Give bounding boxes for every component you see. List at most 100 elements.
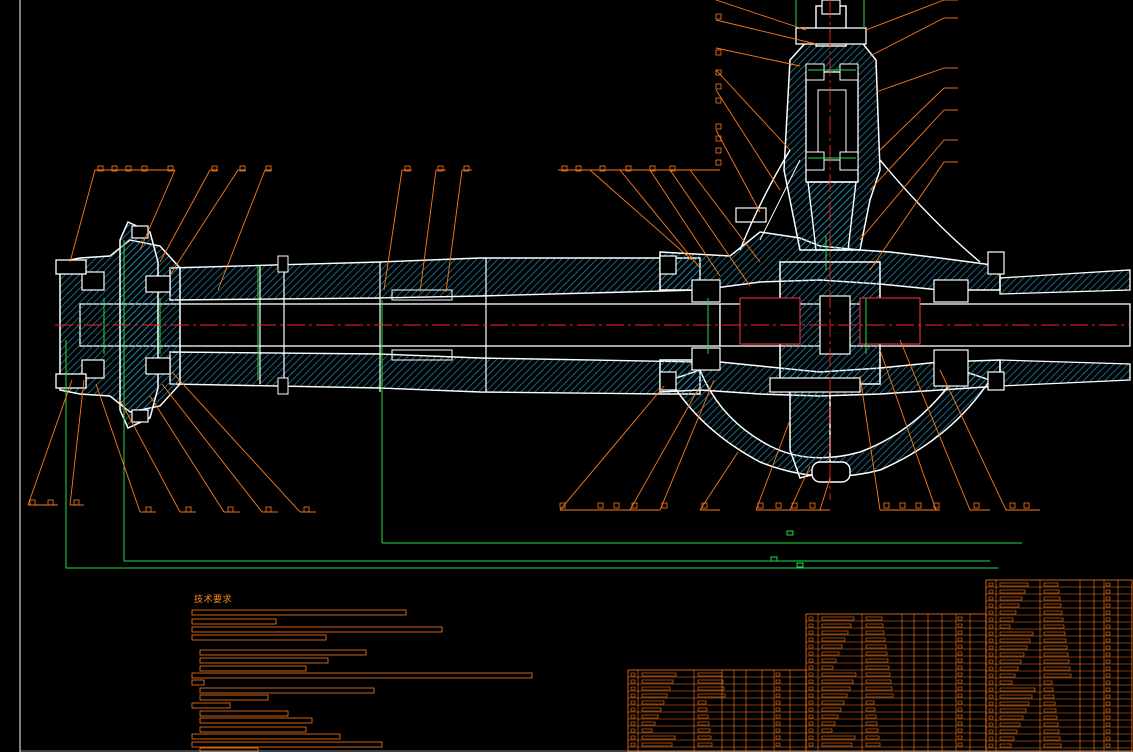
differential-carrier: [659, 207, 1131, 483]
table-cell-text: [999, 687, 1036, 692]
table-cell-text: [1105, 722, 1111, 727]
table-cell-text: [697, 693, 726, 698]
table-cell-text: [641, 714, 659, 719]
table-cell-text: [808, 735, 814, 740]
table-cell-text: [821, 616, 855, 621]
table-cell-text: [1105, 596, 1111, 601]
table-cell-text: [1105, 603, 1111, 608]
table-cell-text: [697, 721, 710, 726]
table-cell-text: [775, 735, 781, 740]
table-cell-text: [957, 651, 963, 656]
table-cell-text: [1043, 659, 1070, 664]
table-cell-text: [821, 728, 833, 733]
table-cell-text: [1043, 715, 1058, 720]
table-cell-text: [808, 616, 814, 621]
table-cell-text: [957, 728, 963, 733]
table-cell-text: [988, 638, 994, 643]
table-cell-text: [1105, 680, 1111, 685]
table-cell-text: [808, 679, 814, 684]
table-cell-text: [957, 644, 963, 649]
table-cell-text: [641, 700, 665, 705]
part-leaders-right: [715, 0, 958, 271]
table-cell-text: [1043, 652, 1069, 657]
table-cell-text: [821, 721, 836, 726]
table-cell-text: [988, 610, 994, 615]
table-cell-text: [865, 700, 875, 705]
table-cell-text: [808, 693, 814, 698]
table-cell-text: [808, 714, 814, 719]
table-cell-text: [821, 672, 857, 677]
table-cell-text: [999, 722, 1021, 727]
parts-list-table: [627, 579, 1133, 752]
table-cell-text: [988, 582, 994, 587]
table-cell-text: [775, 700, 781, 705]
table-cell-text: [865, 651, 888, 656]
table-cell-text: [1105, 701, 1111, 706]
table-cell-text: [641, 728, 653, 733]
table-cell-text: [630, 714, 636, 719]
table-cell-text: [1043, 694, 1055, 699]
table-cell-text: [808, 728, 814, 733]
table-cell-text: [999, 589, 1026, 594]
table-cell-text: [821, 679, 854, 684]
table-cell-text: [808, 686, 814, 691]
table-cell-text: [808, 658, 814, 663]
table-cell-text: [865, 658, 889, 663]
parts-list-grid: [628, 580, 1132, 752]
table-cell-text: [697, 707, 708, 712]
table-cell-text: [821, 637, 846, 642]
table-cell-text: [630, 707, 636, 712]
table-cell-text: [988, 708, 994, 713]
table-cell-text: [988, 617, 994, 622]
table-cell-text: [775, 672, 781, 677]
table-cell-text: [957, 721, 963, 726]
table-cell-text: [630, 693, 636, 698]
table-cell-text: [865, 721, 878, 726]
table-cell-text: [821, 658, 837, 663]
table-cell-text: [808, 637, 814, 642]
table-cell-text: [821, 693, 848, 698]
table-cell-text: [865, 714, 877, 719]
table-cell-text: [1043, 631, 1066, 636]
table-cell-text: [1043, 610, 1063, 615]
table-cell-text: [999, 582, 1029, 587]
table-cell-text: [808, 644, 814, 649]
table-cell-text: [865, 644, 887, 649]
table-cell-text: [1043, 687, 1054, 692]
table-cell-text: [988, 736, 994, 741]
table-cell-text: [1043, 645, 1068, 650]
table-cell-text: [865, 707, 876, 712]
table-cell-text: [775, 707, 781, 712]
table-cell-text: [1043, 582, 1059, 587]
table-cell-text: [1105, 631, 1111, 636]
table-cell-text: [999, 603, 1020, 608]
table-cell-text: [865, 735, 880, 740]
table-cell-text: [1043, 729, 1060, 734]
table-cell-text: [999, 736, 1015, 741]
table-cell-text: [630, 672, 636, 677]
table-cell-text: [988, 589, 994, 594]
table-cell-text: [957, 637, 963, 642]
table-cell-text: [821, 630, 849, 635]
table-cell-text: [808, 672, 814, 677]
table-cell-text: [630, 735, 636, 740]
table-cell-text: [1105, 645, 1111, 650]
table-cell-text: [775, 728, 781, 733]
table-cell-text: [1043, 736, 1061, 741]
table-cell-text: [999, 638, 1031, 643]
table-cell-text: [821, 665, 834, 670]
table-cell-text: [865, 637, 886, 642]
table-cell-text: [808, 700, 814, 705]
table-cell-text: [1043, 743, 1062, 748]
part-leaders-bottom: [27, 339, 1040, 513]
table-cell-text: [999, 617, 1014, 622]
table-cell-text: [775, 721, 781, 726]
table-cell-text: [808, 665, 814, 670]
table-cell-text: [999, 673, 1016, 678]
table-cell-text: [821, 707, 842, 712]
table-cell-text: [1105, 617, 1111, 622]
table-cell-text: [988, 666, 994, 671]
table-cell-text: [957, 700, 963, 705]
table-cell-text: [697, 700, 707, 705]
table-cell-text: [1105, 666, 1111, 671]
